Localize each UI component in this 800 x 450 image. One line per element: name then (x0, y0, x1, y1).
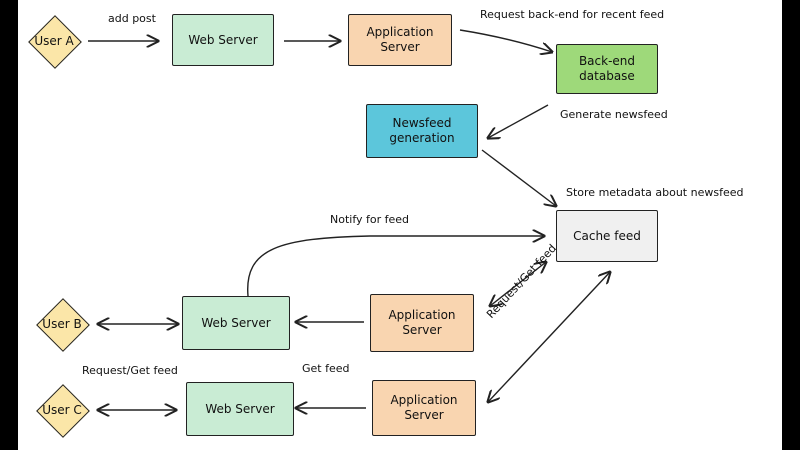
web-server-3: Web Server (186, 382, 294, 436)
user-b-node: User B (36, 298, 90, 352)
cache-feed: Cache feed (556, 210, 658, 262)
application-server-2: Application Server (370, 294, 474, 352)
application-server-1: Application Server (348, 14, 452, 66)
edge-label-request-backend: Request back-end for recent feed (480, 8, 665, 21)
edge-label-add-post: add post (108, 12, 156, 25)
edge-db-newsfeed (488, 104, 549, 138)
newsfeed-generation: Newsfeed generation (366, 104, 478, 158)
application-server-3: Application Server (372, 380, 476, 436)
user-a-node: User A (28, 15, 82, 69)
user-a-label: User A (34, 34, 74, 48)
edge-label-generate-newsfeed: Generate newsfeed (560, 108, 668, 121)
user-c-node: User C (36, 384, 90, 438)
web-server-1: Web Server (172, 14, 274, 66)
edge-label-notify-feed: Notify for feed (330, 213, 410, 226)
user-c-label: User C (42, 403, 82, 417)
edge-label-get-feed: Get feed (302, 362, 350, 375)
edge-app1-db (459, 29, 552, 52)
edge-app3-cache (488, 272, 610, 402)
web-server-2: Web Server (182, 296, 290, 350)
backend-database: Back-end database (556, 44, 658, 94)
edge-label-store-metadata: Store metadata about newsfeed (566, 186, 744, 199)
edge-newsfeed-cache (481, 149, 556, 206)
edge-label-request-get-feed: Request/Get feed (82, 364, 178, 377)
edge-web2-cache (247, 236, 544, 297)
user-b-label: User B (42, 317, 82, 331)
